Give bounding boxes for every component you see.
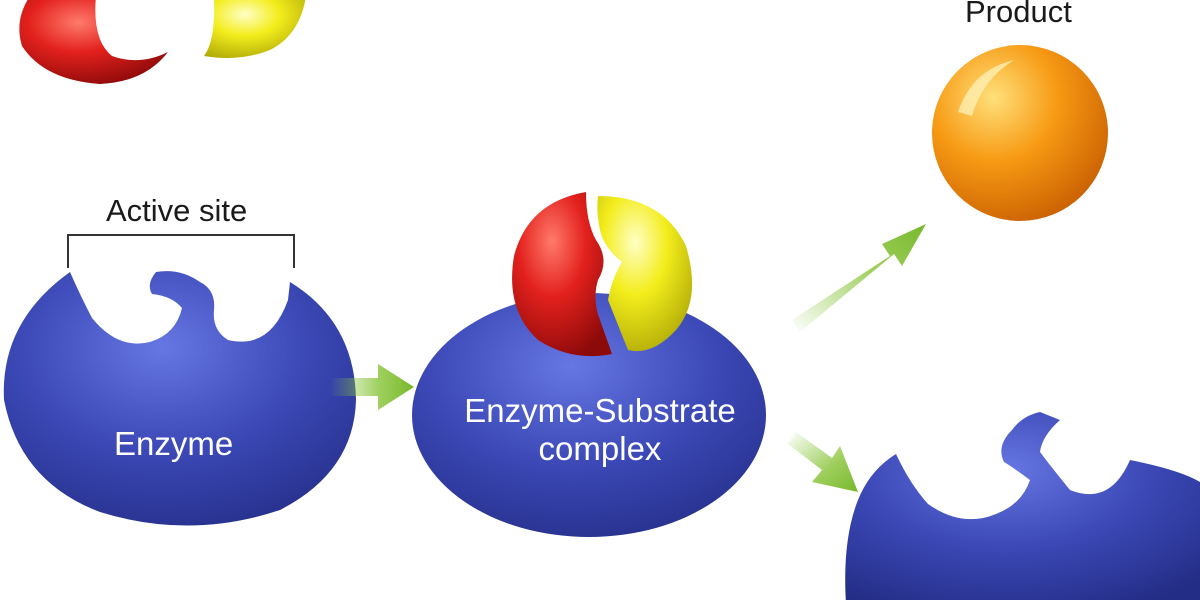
active-site-bracket <box>67 234 295 268</box>
substrate-red-piece-top <box>19 0 168 84</box>
enzyme-label: Enzyme <box>114 425 234 462</box>
substrate-yellow-piece-top <box>204 0 306 58</box>
complex-substrate-yellow <box>597 196 693 352</box>
product-sphere <box>932 45 1108 221</box>
product-highlight <box>958 60 1014 116</box>
released-enzyme-shape <box>845 412 1200 600</box>
complex-enzyme-body <box>412 293 766 537</box>
complex-substrate-red <box>512 192 612 357</box>
arrow-to-complex <box>330 364 414 410</box>
product-label: Product <box>965 0 1072 29</box>
complex-label: Enzyme-Substrate complex <box>460 392 740 468</box>
arrow-to-enzyme <box>788 432 858 492</box>
arrow-to-product <box>792 224 926 332</box>
active-site-label: Active site <box>106 193 248 228</box>
complex-label-line2: complex <box>538 429 662 467</box>
enzyme-shape <box>3 271 357 526</box>
complex-label-line1: Enzyme-Substrate <box>464 392 736 429</box>
